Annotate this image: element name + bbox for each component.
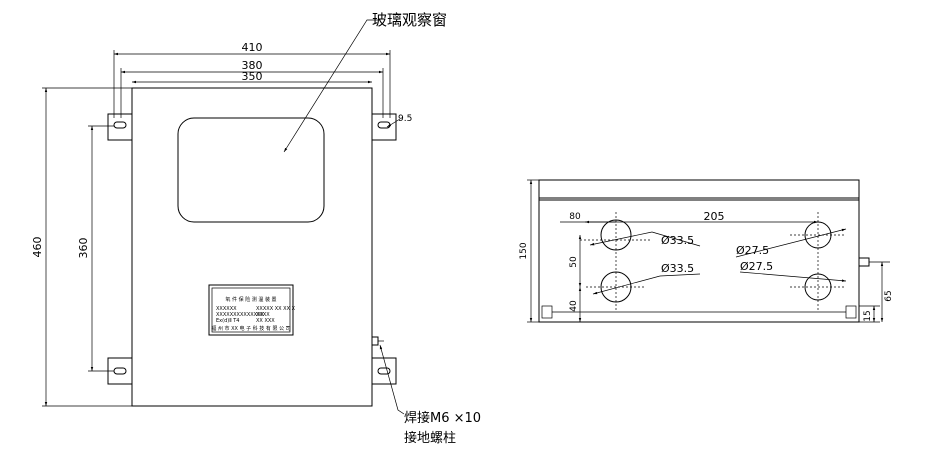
mount-ear-bottom-right: [371, 357, 397, 385]
hole-label-d: Ø27.5: [740, 260, 773, 273]
dim-205: 205: [704, 210, 725, 223]
side-foot-left: [541, 305, 553, 319]
mount-ear-top-right: [371, 113, 397, 141]
nameplate-row1-right: XXXXX XX XX X: [256, 306, 296, 312]
dim-380: 380: [242, 59, 263, 72]
glass-window-label: 玻璃观察窗: [372, 11, 447, 29]
dim-15: 15: [863, 310, 873, 321]
mount-slot: [377, 367, 391, 375]
side-gland: [858, 257, 870, 267]
dim-65: 65: [884, 290, 894, 301]
front-view: 氧 件 保 险 测 温 装 置 XXXXXX XXXXX XX XX X XXX…: [31, 11, 481, 446]
mount-ear-top-left: [107, 113, 133, 141]
side-view: Ø33.5 Ø33.5 Ø27.5 Ø27.5 205 80 150 50 40…: [519, 179, 894, 323]
mount-slot: [113, 367, 127, 375]
weld-stud-label-line1: 焊接M6 ×10: [404, 410, 481, 426]
dim-50: 50: [569, 256, 579, 268]
nameplate-row2-left: XXXXXXXXXXXXXX: [216, 312, 265, 318]
enclosure-body: [131, 87, 373, 407]
dim-350: 350: [242, 70, 263, 83]
hole-label-c: Ø27.5: [736, 244, 769, 257]
nameplate-title: 氧 件 保 险 测 温 装 置: [225, 296, 276, 303]
nameplate: 氧 件 保 险 测 温 装 置 XXXXXX XXXXX XX XX X XXX…: [208, 284, 296, 336]
weld-stud-label-line2: 接地螺柱: [404, 430, 456, 446]
hole-label-a: Ø33.5: [661, 234, 694, 247]
nameplate-footer: 福 州 市 XX 电 子 科 技 有 限 公 司: [211, 325, 290, 332]
hole-label-b: Ø33.5: [661, 262, 694, 275]
nameplate-row3-left: Ex(d)Ⅱ T4: [216, 318, 239, 324]
mount-slot: [113, 121, 127, 129]
dim-360: 360: [77, 238, 90, 259]
dim-80: 80: [569, 212, 581, 222]
mount-slot: [377, 121, 391, 129]
hole-dia-label: 9.5: [398, 114, 412, 124]
dim-410: 410: [242, 41, 263, 54]
nameplate-row2-right: XXXX: [256, 312, 270, 318]
nameplate-row1-left: XXXXXX: [216, 306, 237, 312]
dim-150: 150: [519, 242, 529, 259]
side-foot-right: [845, 305, 857, 319]
nameplate-row3-right: XX XXX: [256, 318, 275, 324]
side-outer: [538, 179, 860, 323]
ground-stud: [371, 336, 379, 346]
glass-window: [177, 117, 325, 223]
dim-460: 460: [31, 237, 44, 258]
dim-40: 40: [569, 300, 579, 312]
